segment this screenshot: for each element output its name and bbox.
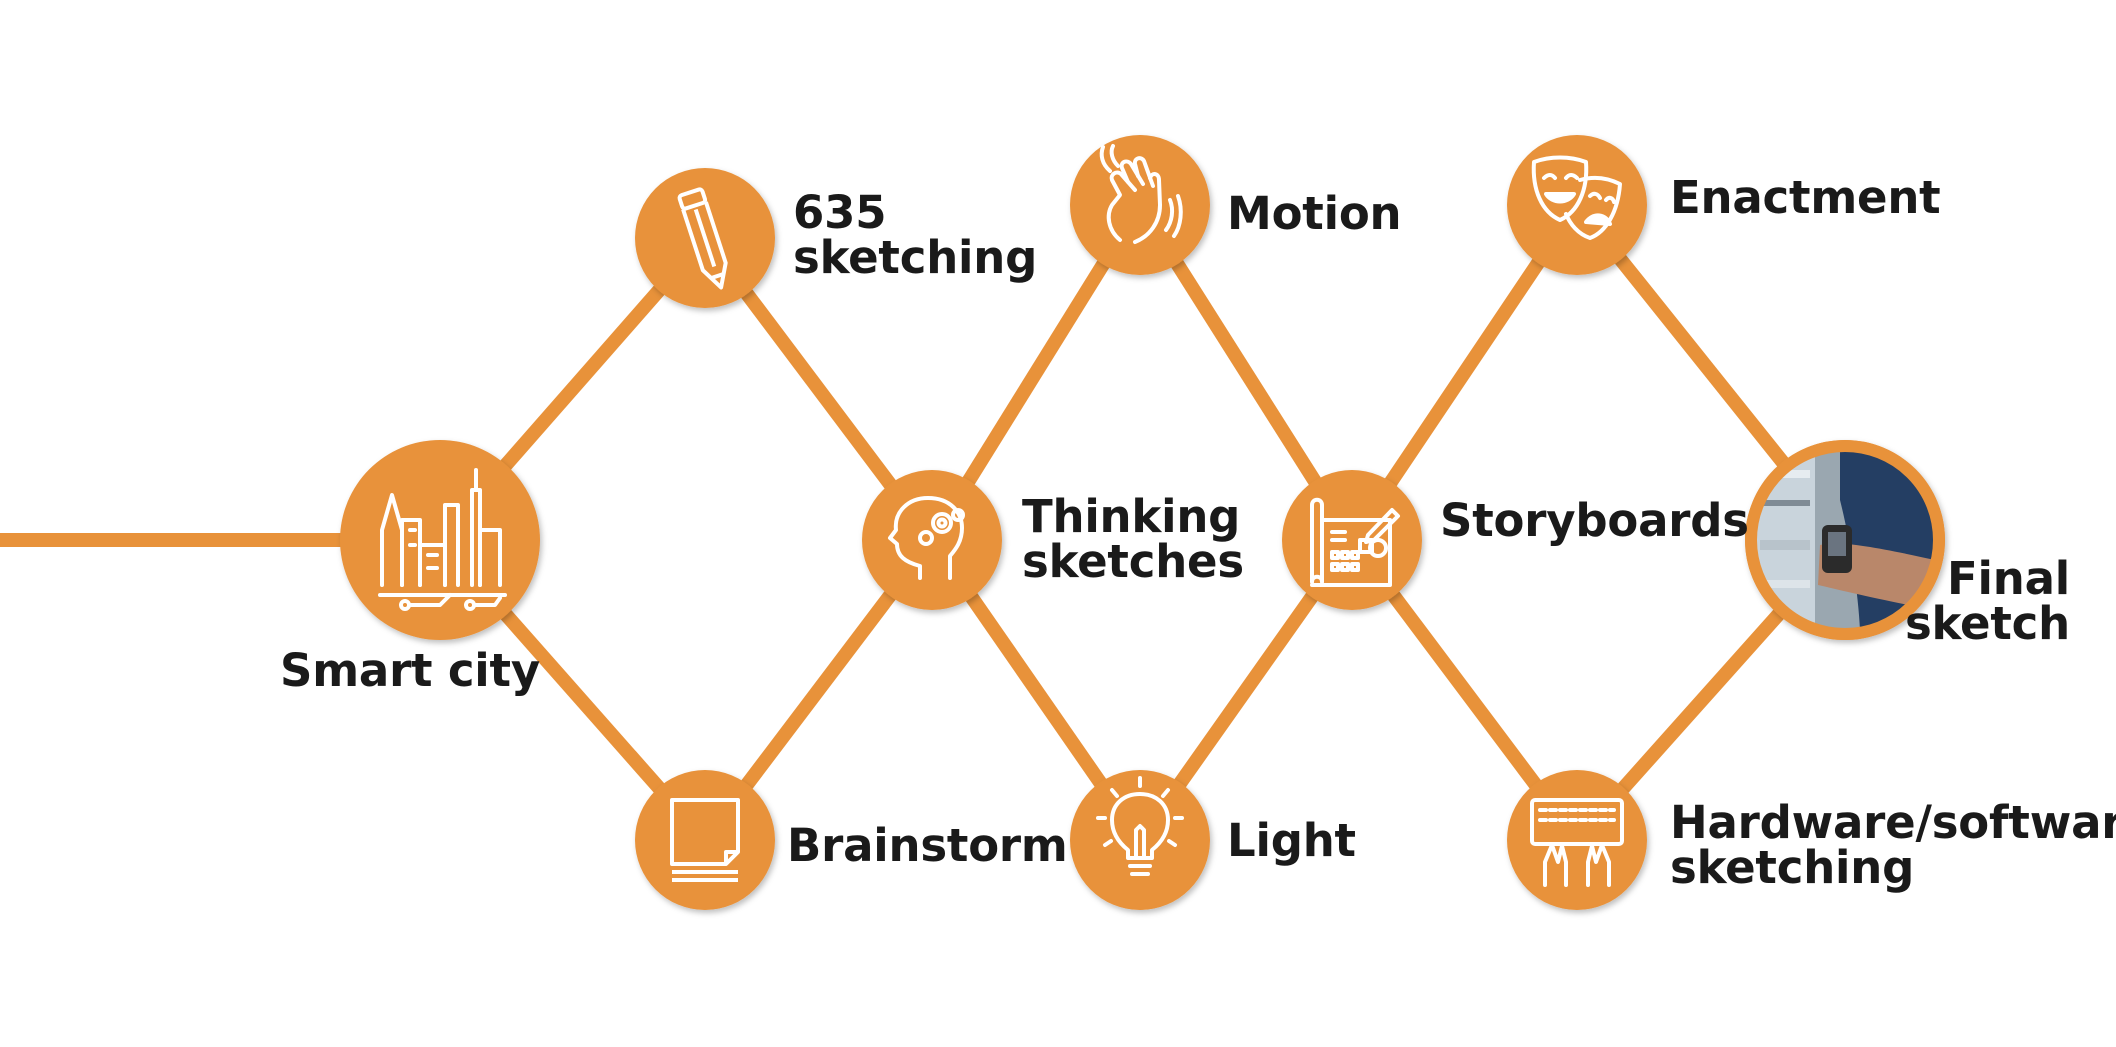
waving-hand-icon bbox=[1099, 144, 1183, 244]
label-line: Thinking bbox=[1022, 490, 1241, 543]
node-light[interactable] bbox=[1070, 770, 1210, 910]
label-line: Storyboards bbox=[1440, 494, 1749, 547]
node-smart-city[interactable] bbox=[340, 440, 540, 640]
notepad-icon bbox=[670, 798, 740, 882]
label-storyboards: Storyboards bbox=[1440, 498, 1749, 543]
label-line: Light bbox=[1227, 814, 1356, 867]
label-smart-city: Smart city bbox=[280, 648, 540, 693]
label-line: Hardware/software bbox=[1670, 796, 2116, 849]
label-line: sketching bbox=[1670, 841, 1915, 894]
label-thinking-sketches: Thinking sketches bbox=[1022, 494, 1244, 584]
node-enactment[interactable] bbox=[1507, 135, 1647, 275]
node-635-sketching[interactable] bbox=[635, 168, 775, 308]
node-motion[interactable] bbox=[1070, 135, 1210, 275]
label-hardware-software-sketching: Hardware/software sketching bbox=[1670, 800, 2116, 890]
city-icon bbox=[378, 468, 507, 611]
node-brainstorm[interactable] bbox=[635, 770, 775, 910]
blueprint-icon bbox=[1310, 497, 1400, 587]
label-motion: Motion bbox=[1227, 187, 1402, 240]
label-final-sketch: Final sketch bbox=[1900, 556, 2070, 646]
pencil-icon bbox=[677, 187, 728, 290]
node-hardware-software-sketching[interactable] bbox=[1507, 770, 1647, 910]
head-gears-icon bbox=[888, 496, 965, 580]
light-bulb-icon bbox=[1096, 776, 1184, 876]
node-storyboards[interactable] bbox=[1282, 470, 1422, 610]
label-line: Motion bbox=[1227, 187, 1402, 240]
label-line: Enactment bbox=[1670, 171, 1941, 224]
label-635-sketching: 635 sketching bbox=[793, 190, 1037, 280]
label-brainstorm: Brainstorm bbox=[787, 823, 1068, 868]
keyboard-hands-icon bbox=[1530, 798, 1624, 887]
label-line: Brainstorm bbox=[787, 819, 1068, 872]
label-line: 635 bbox=[793, 186, 887, 239]
wearable-device-photo bbox=[1755, 450, 1935, 630]
label-line: sketches bbox=[1022, 535, 1244, 588]
theatre-masks-icon bbox=[1531, 155, 1622, 240]
label-line: sketch bbox=[1904, 597, 2070, 650]
label-light: Light bbox=[1227, 818, 1356, 863]
node-final-sketch[interactable] bbox=[1745, 440, 1945, 640]
label-line: Final bbox=[1947, 552, 2070, 605]
node-thinking-sketches[interactable] bbox=[862, 470, 1002, 610]
label-line: Smart city bbox=[280, 644, 540, 697]
label-enactment: Enactment bbox=[1670, 175, 1941, 220]
label-line: sketching bbox=[793, 231, 1038, 284]
